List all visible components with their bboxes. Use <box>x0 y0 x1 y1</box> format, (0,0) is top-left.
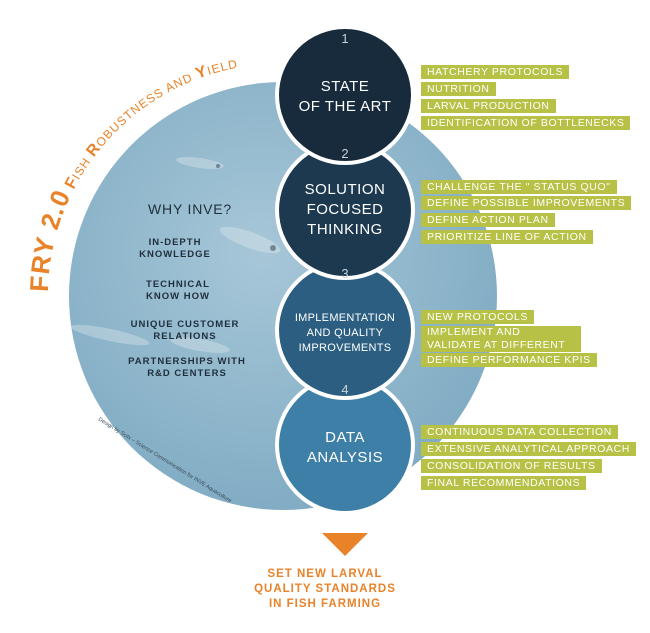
stage-3-item: NEW PROTOCOLS <box>421 310 534 324</box>
stage-3-line-3: IMPROVEMENTS <box>298 342 392 354</box>
why-inve-title: WHY INVE? <box>148 201 232 217</box>
stage-1-item: IDENTIFICATION OF BOTTLENECKS <box>421 116 631 130</box>
outcome-text: SET NEW LARVAL QUALITY STANDARDS IN FISH… <box>220 567 430 612</box>
why-item-customer-relations: UNIQUE CUSTOMER RELATIONS <box>130 319 240 342</box>
why-item-know-how: TECHNICAL KNOW HOW <box>146 279 210 302</box>
outcome-arrow <box>322 533 368 556</box>
why-item-partnerships: PARTNERSHIPS WITH R&D CENTERS <box>128 356 246 379</box>
stage-4-item: FINAL RECOMMENDATIONS <box>421 476 587 490</box>
stage-1-title: STATE OF THE ART <box>285 77 405 117</box>
stage-1-line-2: OF THE ART <box>298 98 392 115</box>
stage-4-line-2: ANALYSIS <box>306 449 384 466</box>
stage-1-number: 1 <box>341 31 349 46</box>
stage-4-item: CONSOLIDATION OF RESULTS <box>421 459 602 473</box>
stage-4-number: 4 <box>341 382 349 397</box>
stage-1-circle <box>275 25 415 165</box>
stage-2-number: 2 <box>341 146 349 161</box>
stage-4-item: CONTINUOUS DATA COLLECTION <box>421 425 618 439</box>
outcome-line-2: QUALITY STANDARDS <box>254 583 396 595</box>
stage-1-item: HATCHERY PROTOCOLS <box>421 65 570 79</box>
stage-3-title: IMPLEMENTATION AND QUALITY IMPROVEMENTS <box>282 311 408 356</box>
stage-1-item: NUTRITION <box>421 82 496 96</box>
fish-illustration <box>70 157 281 353</box>
stage-3-item: DEFINE PERFORMANCE KPIS <box>421 353 597 367</box>
design-credit: Design by Scilx – Science Communication … <box>97 417 232 505</box>
stage-4-line-1: DATA <box>325 429 365 446</box>
fish-eyes <box>216 164 276 251</box>
outcome-line-1: SET NEW LARVAL <box>267 568 383 580</box>
stage-2-title: SOLUTION FOCUSED THINKING <box>285 180 405 240</box>
stage-2-line-2: FOCUSED <box>306 201 384 218</box>
stage-2-line-3: THINKING <box>307 221 383 238</box>
stage-1-item: LARVAL PRODUCTION <box>421 99 556 113</box>
stage-4-item: EXTENSIVE ANALYTICAL APPROACH <box>421 442 636 456</box>
stage-3-line-1: IMPLEMENTATION <box>294 312 396 324</box>
stage-2-item: PRIORITIZE LINE OF ACTION <box>421 230 593 244</box>
stage-2-item: CHALLENGE THE " STATUS QUO" <box>421 180 617 194</box>
stage-1-line-1: STATE <box>320 78 370 95</box>
stage-2-line-1: SOLUTION <box>304 181 386 198</box>
stage-3-number: 3 <box>341 266 349 281</box>
stage-4-title: DATA ANALYSIS <box>285 428 405 468</box>
stage-3-item: IMPLEMENT AND VALIDATE AT DIFFERENT SCAL… <box>421 326 581 364</box>
stage-2-item: DEFINE ACTION PLAN <box>421 213 555 227</box>
outcome-line-3: IN FISH FARMING <box>268 598 382 610</box>
title-cap-y: Y <box>193 63 210 83</box>
stage-3-line-2: AND QUALITY <box>306 327 384 339</box>
stage-2-item: DEFINE POSSIBLE IMPROVEMENTS <box>421 196 632 210</box>
why-item-knowledge: IN-DEPTH KNOWLEDGE <box>139 237 211 260</box>
